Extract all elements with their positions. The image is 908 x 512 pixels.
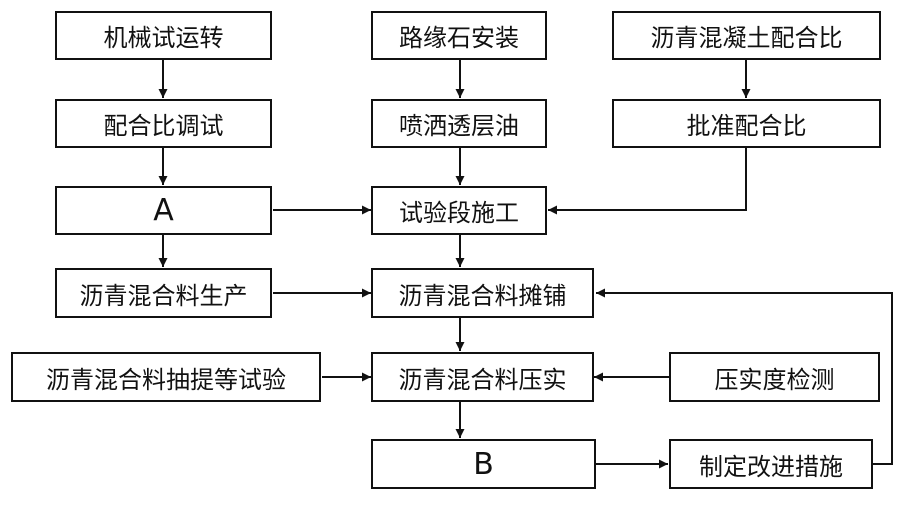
node-b: B bbox=[371, 439, 596, 489]
node-asphalt-mix-ratio: 沥青混凝土配合比 bbox=[612, 11, 881, 60]
node-improvement-measures: 制定改进措施 bbox=[669, 439, 873, 489]
node-curb-installation: 路缘石安装 bbox=[371, 11, 547, 60]
node-spray-prime-coat: 喷洒透层油 bbox=[371, 99, 547, 148]
node-mix-compaction: 沥青混合料压实 bbox=[371, 352, 594, 402]
node-a: A bbox=[55, 186, 272, 235]
node-mix-production: 沥青混合料生产 bbox=[55, 268, 272, 318]
node-mechanical-test-run: 机械试运转 bbox=[55, 11, 272, 60]
node-trial-section: 试验段施工 bbox=[371, 186, 547, 235]
arrow-improvement-to-paving bbox=[596, 288, 893, 465]
arrow-approve-to-trial bbox=[548, 148, 747, 215]
node-approve-mix-ratio: 批准配合比 bbox=[612, 99, 881, 148]
node-mix-sampling-test: 沥青混合料抽提等试验 bbox=[11, 352, 321, 402]
node-mix-ratio-debug: 配合比调试 bbox=[55, 99, 272, 148]
node-compaction-test: 压实度检测 bbox=[669, 352, 880, 402]
node-mix-paving: 沥青混合料摊铺 bbox=[371, 268, 594, 318]
